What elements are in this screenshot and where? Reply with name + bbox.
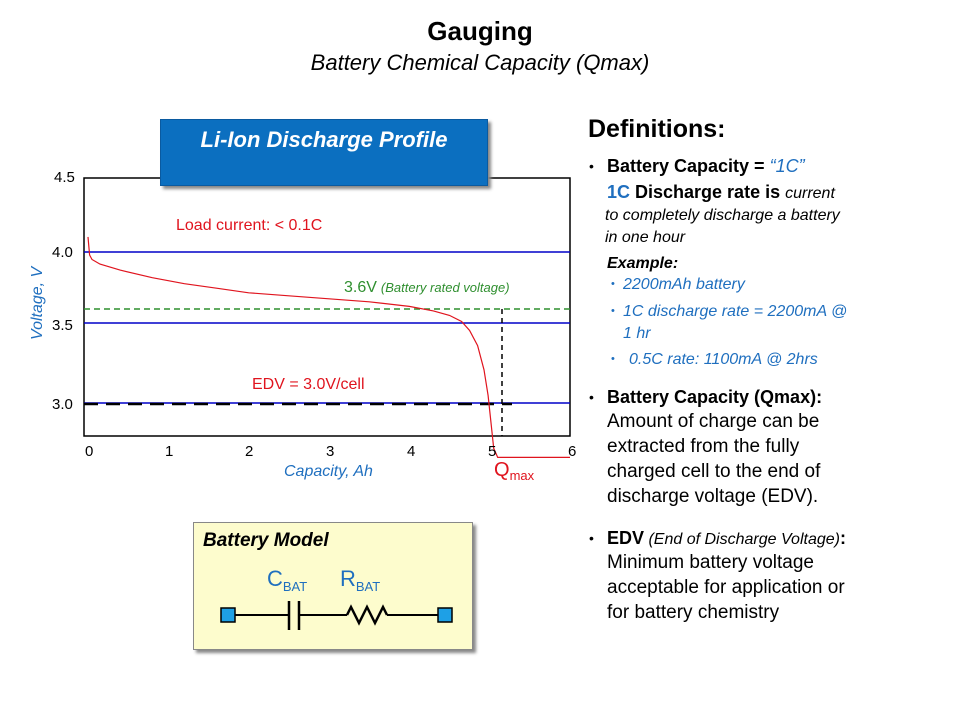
example-1-dot: • xyxy=(611,278,615,290)
x-tick-6: 6 xyxy=(568,443,576,460)
y-axis-label: Voltage, V xyxy=(29,265,46,340)
bullet-1-line3: to completely discharge a battery xyxy=(605,207,840,224)
page-subtitle: Battery Chemical Capacity (Qmax) xyxy=(310,50,650,75)
bullet-1-dot: • xyxy=(589,158,594,174)
resistor-zigzag xyxy=(345,604,389,626)
capacitor-label: CBAT xyxy=(267,566,307,594)
bullet-3-heading: EDV (End of Discharge Voltage): xyxy=(607,528,846,548)
y-tick-4-0: 4.0 xyxy=(52,244,73,261)
x-tick-0: 0 xyxy=(85,443,93,460)
battery-model-circuit: CBAT RBAT xyxy=(220,566,453,630)
y-tick-4-5: 4.5 xyxy=(54,169,75,186)
example-2-line1: 1C discharge rate = 2200mA @ xyxy=(623,303,848,320)
discharge-curve xyxy=(87,236,570,458)
bullet-2-line1: Amount of charge can be xyxy=(607,411,820,432)
qmax-label: Qmax xyxy=(494,459,535,483)
x-tick-2: 2 xyxy=(245,443,253,460)
discharge-chart: 4.5 4.0 3.5 3.0 0 1 2 3 4 5 6 Capacity, … xyxy=(29,169,576,483)
bullet-1-line2: 1C Discharge rate is current xyxy=(607,182,835,202)
bullet-2-dot: • xyxy=(589,389,594,405)
bullet-2-line2: extracted from the fully xyxy=(607,436,800,457)
bullet-3-line3: for battery chemistry xyxy=(607,602,780,623)
x-tick-5: 5 xyxy=(488,443,496,460)
edv-label: EDV = 3.0V/cell xyxy=(252,376,365,393)
battery-model-box xyxy=(193,522,473,650)
battery-model-title: Battery Model xyxy=(203,530,329,551)
y-tick-3-5: 3.5 xyxy=(52,317,73,334)
definitions-heading: Definitions: xyxy=(588,115,726,143)
load-current-label: Load current: < 0.1C xyxy=(176,217,322,234)
right-terminal xyxy=(437,607,453,623)
example-2-line2: 1 hr xyxy=(623,325,651,342)
bullet-2-heading: Battery Capacity (Qmax): xyxy=(607,387,823,407)
left-terminal xyxy=(220,607,236,623)
profile-title-box: Li-Ion Discharge Profile xyxy=(160,119,488,186)
example-label: Example: xyxy=(607,255,679,272)
bullet-2-line3: charged cell to the end of xyxy=(607,461,821,482)
bullet-3-line2: acceptable for application or xyxy=(607,577,845,598)
page-title: Gauging xyxy=(427,16,533,46)
example-2-dot: • xyxy=(611,305,615,317)
example-3: 0.5C rate: 1100mA @ 2hrs xyxy=(629,351,818,368)
x-axis-label: Capacity, Ah xyxy=(284,463,373,480)
plot-frame xyxy=(83,177,571,437)
bullet-2-line4: discharge voltage (EDV). xyxy=(607,486,819,507)
bullet-1-line1: Battery Capacity = “1C” xyxy=(607,156,805,176)
bullet-1-line4: in one hour xyxy=(605,229,686,246)
resistor-label: RBAT xyxy=(340,566,380,594)
x-tick-3: 3 xyxy=(326,443,334,460)
x-tick-4: 4 xyxy=(407,443,415,460)
rated-voltage-label: 3.6V(Battery rated voltage) xyxy=(344,279,510,296)
bullet-3-dot: • xyxy=(589,530,594,546)
example-3-dot: • xyxy=(611,353,615,365)
example-1: 2200mAh battery xyxy=(623,276,745,293)
bullet-3-line1: Minimum battery voltage xyxy=(607,552,814,573)
x-tick-1: 1 xyxy=(165,443,173,460)
y-tick-3-0: 3.0 xyxy=(52,396,73,413)
